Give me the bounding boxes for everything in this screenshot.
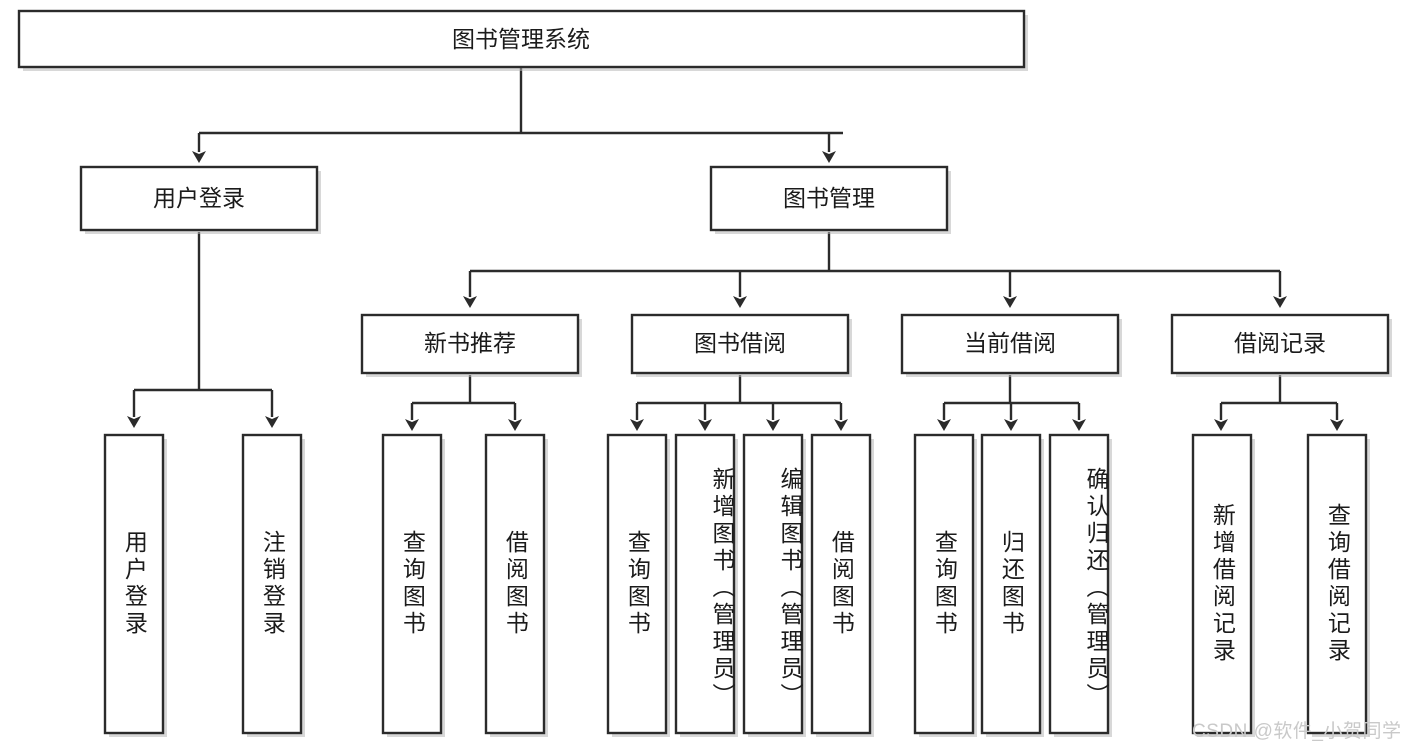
node-new-book-recommend[interactable]: 新书推荐 xyxy=(360,313,582,377)
node-borrow-record-label: 借阅记录 xyxy=(1234,330,1326,356)
node-user-login[interactable]: 用户登录 xyxy=(79,165,321,234)
node-book-borrow[interactable]: 图书借阅 xyxy=(630,313,852,377)
node-leaf-borrow-book-1[interactable] xyxy=(484,433,548,737)
node-user-login-label: 用户登录 xyxy=(153,185,245,211)
connector-borrowrecord-to-leaves xyxy=(1214,375,1344,431)
node-leaf-logout-login[interactable] xyxy=(241,433,305,737)
csdn-watermark: CSDN @软件_小贺同学 xyxy=(1192,721,1402,742)
node-borrow-record[interactable]: 借阅记录 xyxy=(1170,313,1392,377)
node-leaf-return-book[interactable] xyxy=(980,433,1044,737)
connector-root-to-level2 xyxy=(192,67,843,163)
connector-bookmanage-to-level3 xyxy=(463,232,1287,308)
node-book-manage[interactable]: 图书管理 xyxy=(709,165,951,234)
node-book-manage-label: 图书管理 xyxy=(783,185,875,211)
connector-newbook-to-leaves xyxy=(405,375,522,431)
connector-userlogin-to-leaves xyxy=(127,232,279,428)
node-leaf-borrow-book-2[interactable] xyxy=(810,433,874,737)
node-leaf-query-book-1[interactable] xyxy=(381,433,445,737)
node-root-label: 图书管理系统 xyxy=(452,26,590,52)
node-leaf-user-login[interactable] xyxy=(103,433,167,737)
node-root[interactable]: 图书管理系统 xyxy=(17,9,1028,71)
node-leaf-query-record[interactable] xyxy=(1306,433,1370,737)
node-leaf-add-record[interactable] xyxy=(1191,433,1255,737)
node-leaf-query-book-3[interactable] xyxy=(913,433,977,737)
node-current-borrow[interactable]: 当前借阅 xyxy=(900,313,1122,377)
node-leaf-query-book-2[interactable] xyxy=(606,433,670,737)
node-current-borrow-label: 当前借阅 xyxy=(964,330,1056,356)
node-leaf-add-book[interactable] xyxy=(674,433,738,737)
node-new-book-recommend-label: 新书推荐 xyxy=(424,330,516,356)
node-leaf-edit-book[interactable] xyxy=(742,433,806,737)
connector-bookborrow-to-leaves xyxy=(630,375,848,431)
node-book-borrow-label: 图书借阅 xyxy=(694,330,786,356)
connector-currentborrow-to-leaves xyxy=(937,375,1086,431)
node-leaf-confirm-return[interactable] xyxy=(1048,433,1112,737)
